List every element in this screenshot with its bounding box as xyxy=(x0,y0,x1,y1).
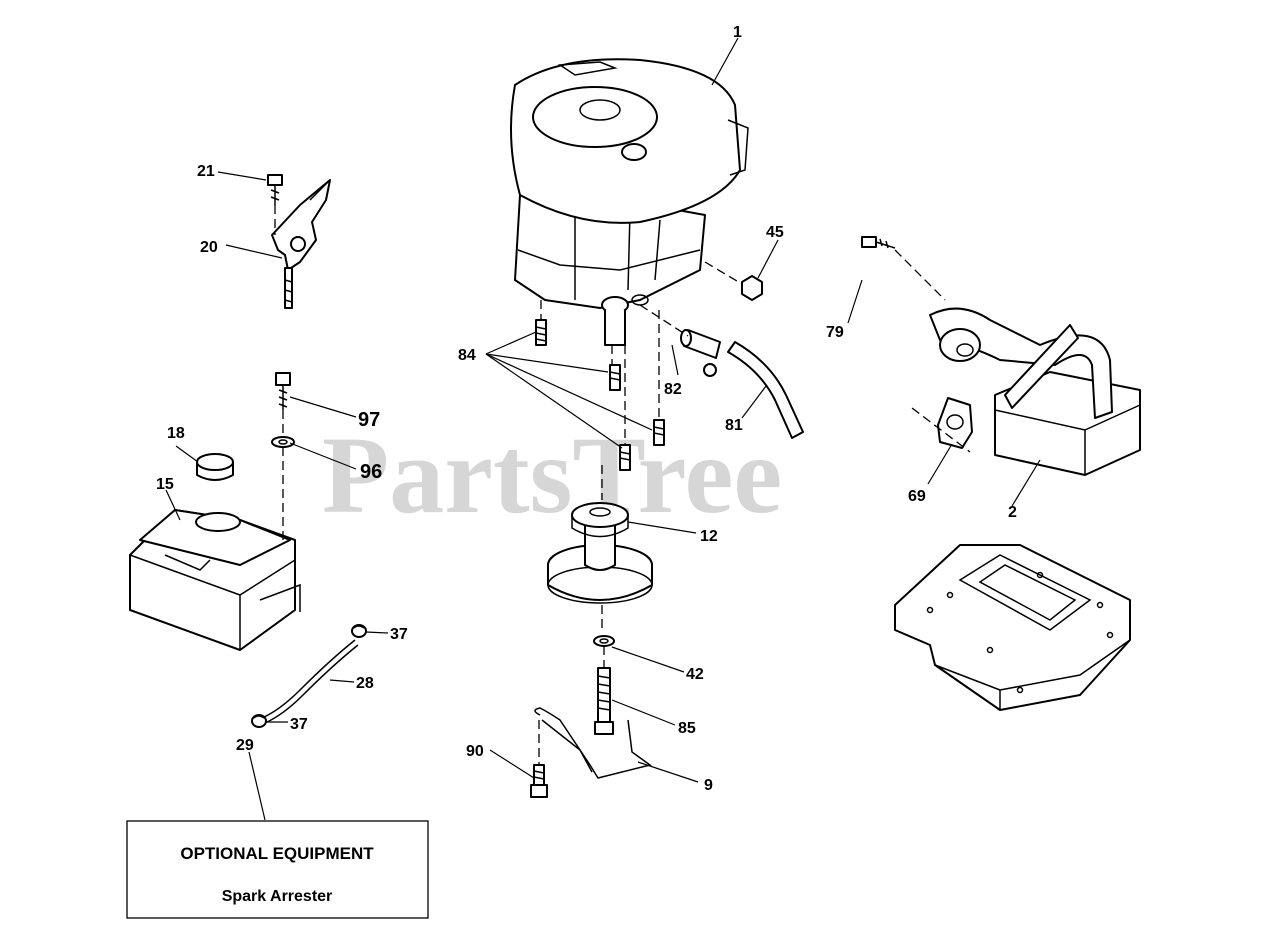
label-2: 2 xyxy=(1008,504,1017,521)
nut-part-45[interactable] xyxy=(741,275,763,301)
label-9: 9 xyxy=(704,777,713,794)
optional-equipment-item: Spark Arrester xyxy=(222,888,333,905)
fuel-line-part-28[interactable] xyxy=(261,639,359,724)
throttle-control-part-20[interactable] xyxy=(271,179,331,309)
bolt-part-84-b[interactable] xyxy=(609,364,621,391)
label-18: 18 xyxy=(167,425,185,442)
bolt-part-84-a[interactable] xyxy=(535,319,547,346)
label-37-bottom: 37 xyxy=(290,716,308,733)
clamp-part-37-bottom[interactable] xyxy=(251,714,267,728)
screw-part-79[interactable] xyxy=(861,236,896,249)
label-12: 12 xyxy=(700,528,718,545)
bolt-part-84-c[interactable] xyxy=(619,444,631,471)
hose-part-81[interactable] xyxy=(727,341,804,439)
label-96: 96 xyxy=(360,461,382,483)
label-82: 82 xyxy=(664,381,682,398)
label-29: 29 xyxy=(236,737,254,754)
washer-part-96[interactable] xyxy=(271,436,295,448)
label-84: 84 xyxy=(458,347,476,364)
label-45: 45 xyxy=(766,224,784,241)
fuel-tank-part-15[interactable] xyxy=(129,509,301,651)
optional-equipment-box: OPTIONAL EQUIPMENT Spark Arrester xyxy=(126,820,429,919)
watermark: PartsTree xyxy=(322,414,782,536)
screw-part-21[interactable] xyxy=(267,174,283,205)
label-20: 20 xyxy=(200,239,218,256)
callout-labels: 1 2 9 12 15 18 20 21 28 29 37 37 42 45 6… xyxy=(156,24,1017,794)
label-97: 97 xyxy=(358,409,380,431)
label-81: 81 xyxy=(725,417,743,434)
clamp-part-37-top[interactable] xyxy=(351,624,367,638)
fuel-cap-part-18[interactable] xyxy=(196,453,234,481)
screw-part-97[interactable] xyxy=(275,372,291,410)
leader-lines xyxy=(165,37,1041,821)
label-79: 79 xyxy=(826,324,844,341)
optional-equipment-title: OPTIONAL EQUIPMENT xyxy=(180,844,374,863)
engine-part-1[interactable] xyxy=(510,58,749,346)
label-85: 85 xyxy=(678,720,696,737)
rod-part-9[interactable] xyxy=(534,707,652,779)
label-28: 28 xyxy=(356,675,374,692)
bolt-part-90[interactable] xyxy=(530,764,548,798)
fitting-part-82[interactable] xyxy=(680,329,721,377)
label-21: 21 xyxy=(197,163,215,180)
muffler-part-2[interactable] xyxy=(929,307,1141,476)
label-37-top: 37 xyxy=(390,626,408,643)
bolt-part-84-d[interactable] xyxy=(653,419,665,446)
pulley-part-12[interactable] xyxy=(547,502,653,604)
label-69: 69 xyxy=(908,488,926,505)
label-42: 42 xyxy=(686,666,704,683)
bolt-part-85[interactable] xyxy=(594,667,614,735)
gasket-part-69[interactable] xyxy=(937,397,973,449)
washer-part-42[interactable] xyxy=(593,635,615,647)
label-90: 90 xyxy=(466,743,484,760)
label-1: 1 xyxy=(733,24,742,41)
mounting-plate[interactable] xyxy=(894,544,1131,711)
label-15: 15 xyxy=(156,476,174,493)
